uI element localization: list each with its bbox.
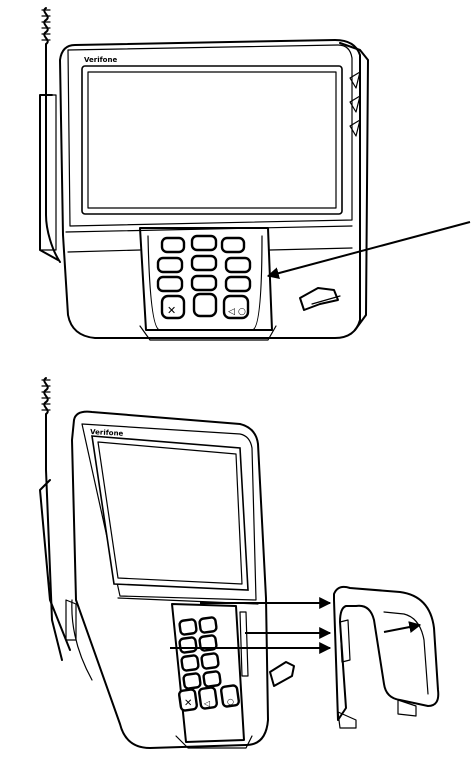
top-keypad: ✕ ◁ ○ [158, 236, 250, 318]
bottom-key-clear: ◁ [203, 699, 210, 708]
top-stylus [40, 8, 60, 262]
top-device: Verifone ✕ ◁ ○ [40, 8, 470, 340]
top-key-clear: ◁ [228, 307, 235, 317]
bottom-keypad: ✕ ◁ ○ [179, 617, 240, 711]
bottom-key-cancel: ✕ [184, 698, 192, 709]
top-key-cancel: ✕ [167, 304, 176, 317]
bottom-screen [92, 436, 248, 590]
top-key-enter: ○ [238, 307, 246, 317]
top-screen [82, 66, 342, 214]
bottom-device: Verifone ✕ ◁ ○ [40, 378, 438, 748]
top-brand-logo: Verifone [84, 56, 117, 64]
top-card-slot [300, 288, 338, 310]
top-side-ridge [340, 43, 368, 330]
bottom-arrow-shield [384, 625, 420, 632]
bottom-card-slot [270, 662, 294, 686]
bottom-key-enter: ○ [227, 697, 234, 706]
